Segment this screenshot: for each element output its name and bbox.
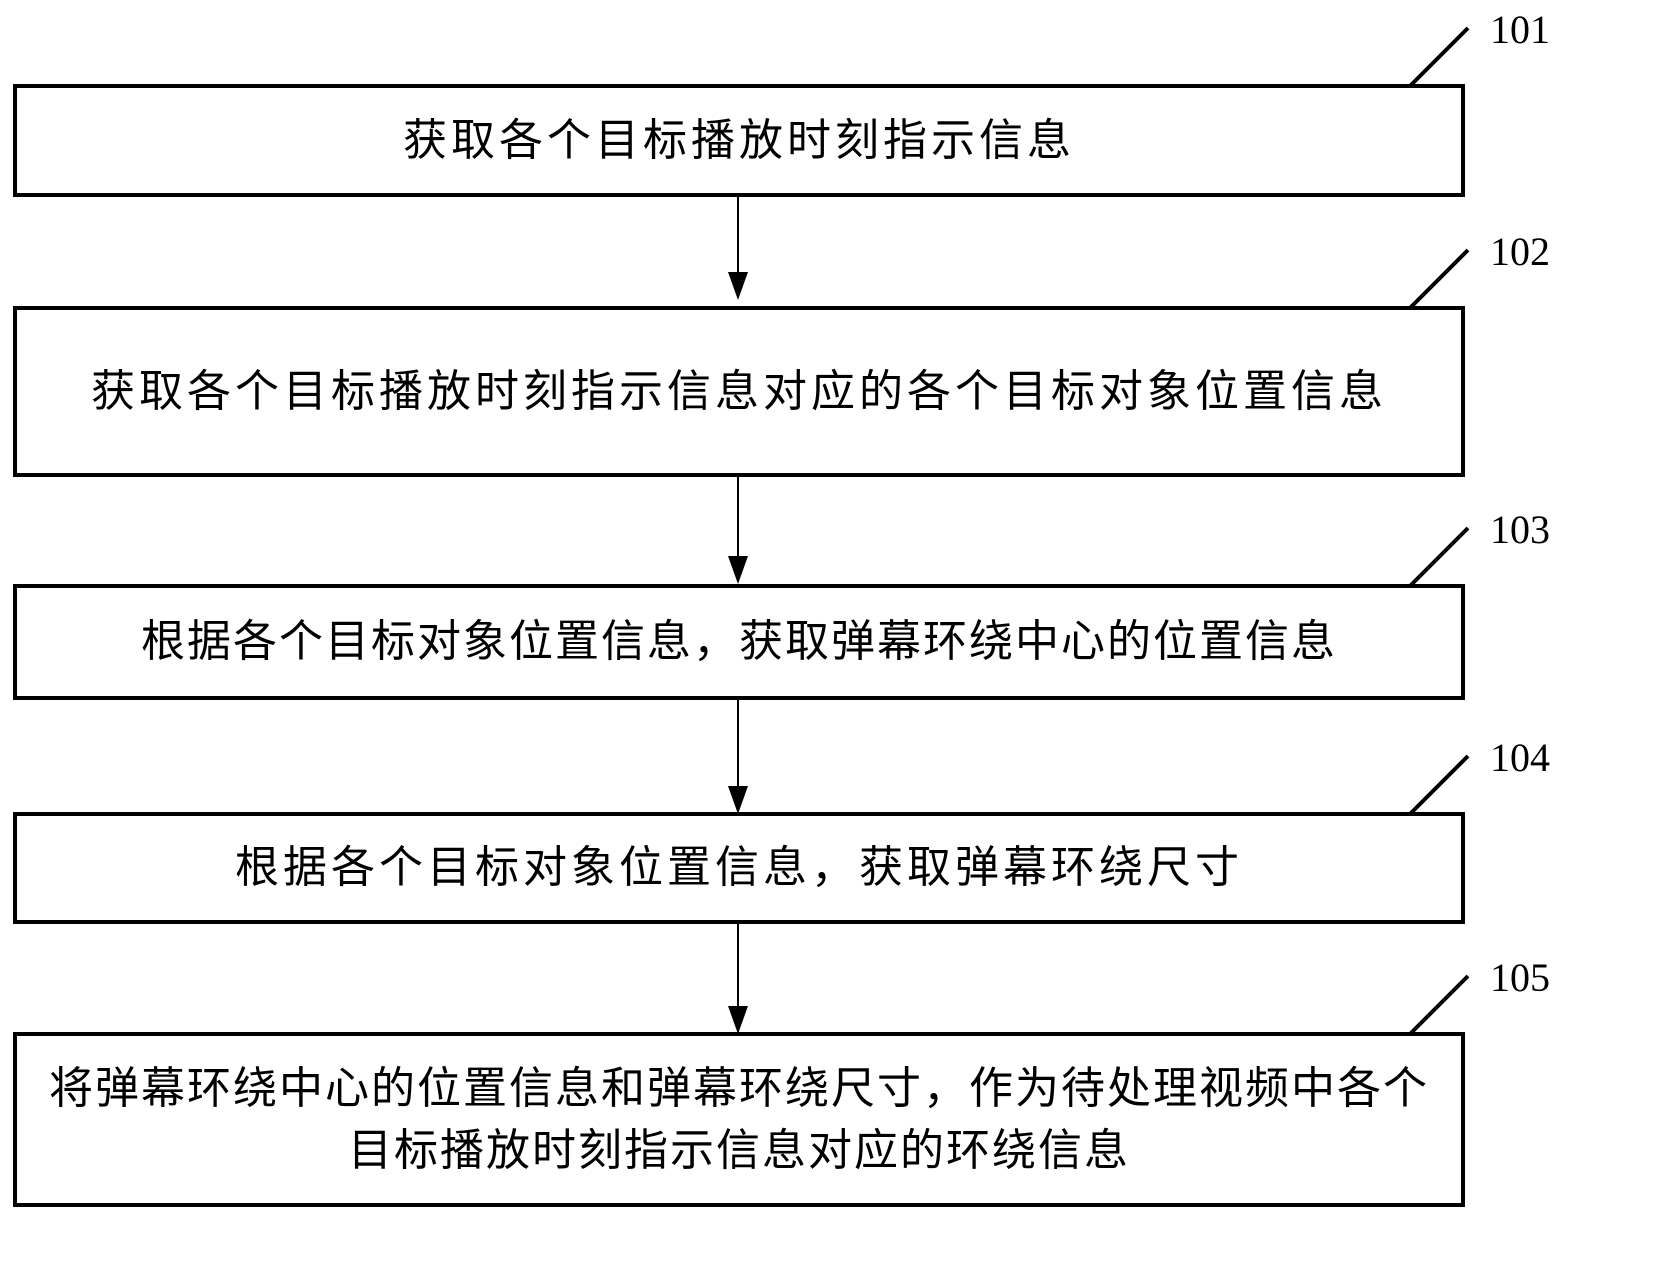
step-label-104: 104 <box>1490 735 1550 780</box>
step-box-105: 将弹幕环绕中心的位置信息和弹幕环绕尺寸，作为待处理视频中各个目标播放时刻指示信息… <box>13 1032 1465 1207</box>
arrow-103-104 <box>728 698 748 814</box>
arrow-104-105 <box>728 922 748 1034</box>
step-box-103: 根据各个目标对象位置信息，获取弹幕环绕中心的位置信息 <box>13 584 1465 700</box>
step-text-103: 根据各个目标对象位置信息，获取弹幕环绕中心的位置信息 <box>141 616 1337 667</box>
leader-105 <box>1408 974 1470 1036</box>
step-label-105: 105 <box>1490 955 1550 1000</box>
step-text-104: 根据各个目标对象位置信息，获取弹幕环绕尺寸 <box>235 842 1243 893</box>
step-label-101: 101 <box>1490 7 1550 52</box>
leader-103 <box>1408 526 1470 588</box>
step-box-104: 根据各个目标对象位置信息，获取弹幕环绕尺寸 <box>13 812 1465 924</box>
step-text-102: 获取各个目标播放时刻指示信息对应的各个目标对象位置信息 <box>91 365 1387 417</box>
step-label-102: 102 <box>1490 229 1550 274</box>
step-box-102: 获取各个目标播放时刻指示信息对应的各个目标对象位置信息 <box>13 306 1465 477</box>
step-text-101: 获取各个目标播放时刻指示信息 <box>403 114 1075 166</box>
step-box-101: 获取各个目标播放时刻指示信息 <box>13 84 1465 197</box>
leader-102 <box>1408 248 1470 310</box>
leader-101 <box>1408 26 1470 88</box>
step-label-103: 103 <box>1490 507 1550 552</box>
leader-104 <box>1408 754 1470 816</box>
arrow-101-102 <box>728 195 748 300</box>
step-text-105: 将弹幕环绕中心的位置信息和弹幕环绕尺寸，作为待处理视频中各个目标播放时刻指示信息… <box>49 1062 1429 1176</box>
arrow-102-103 <box>728 475 748 584</box>
